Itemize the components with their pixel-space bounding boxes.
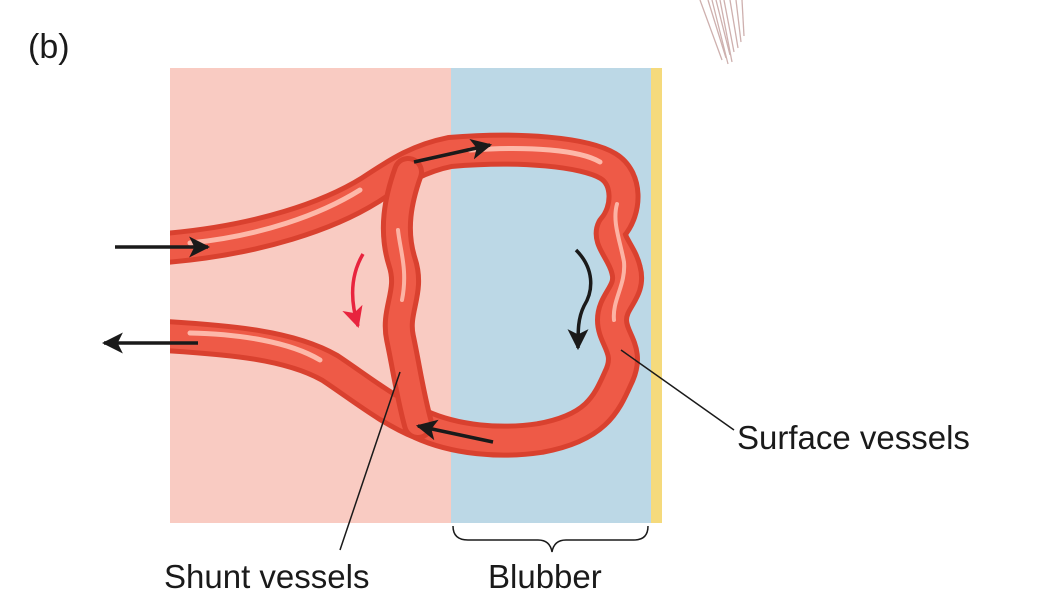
shunt-vessels-label: Shunt vessels bbox=[164, 558, 369, 595]
panel-label: (b) bbox=[28, 28, 70, 66]
surface-vessels-label: Surface vessels bbox=[737, 419, 970, 456]
blubber-label: Blubber bbox=[488, 558, 602, 595]
bracket-icon bbox=[453, 526, 648, 552]
skin-surface-strip bbox=[651, 68, 662, 523]
fur-tuft-icon bbox=[700, 0, 744, 64]
